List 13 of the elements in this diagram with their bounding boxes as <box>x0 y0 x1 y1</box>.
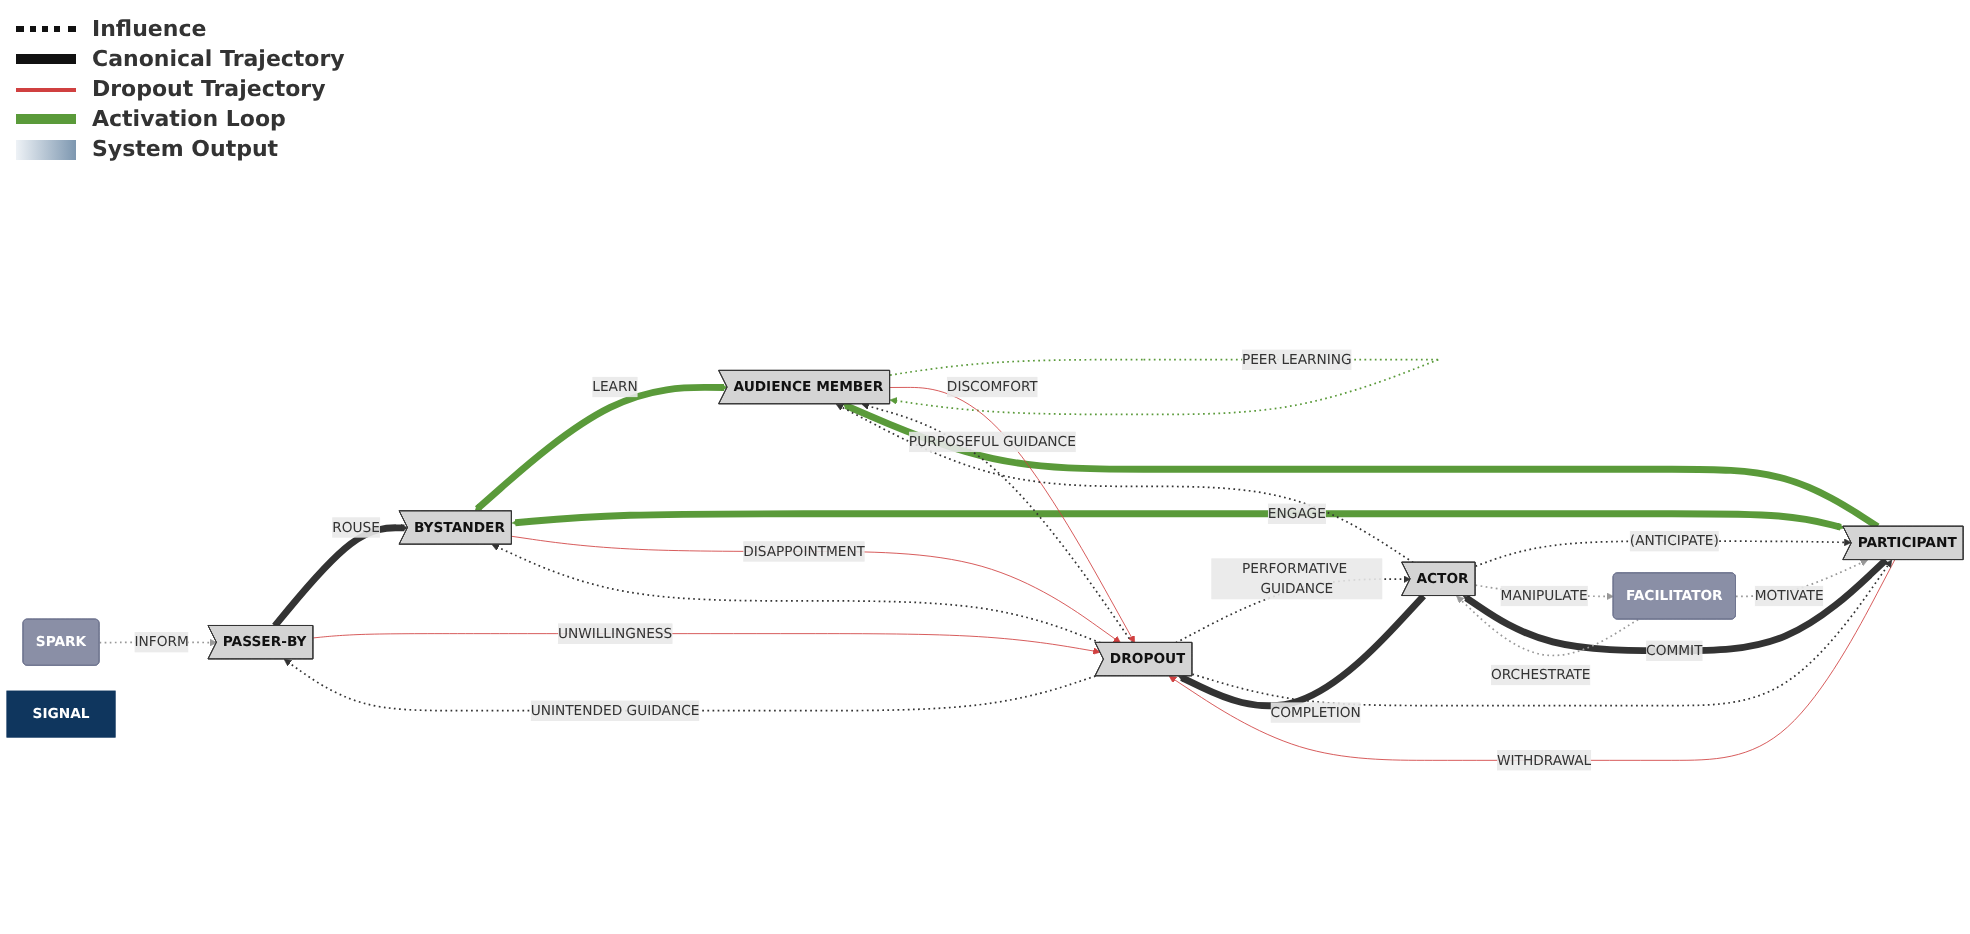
arrow <box>474 383 728 512</box>
arrow <box>511 510 1845 531</box>
arrow <box>835 403 1415 564</box>
legend-label: Activation Loop <box>92 106 286 132</box>
legend-label: Influence <box>92 16 207 42</box>
arrow <box>861 402 1134 644</box>
legend-label: Canonical Trajectory <box>92 46 345 72</box>
legend-label: System Output <box>92 136 279 162</box>
legend-label: Dropout Trajectory <box>92 76 326 102</box>
arrow <box>842 402 1880 530</box>
arrow <box>1178 593 1426 710</box>
arrow <box>272 524 409 629</box>
arrow <box>1456 595 1639 657</box>
